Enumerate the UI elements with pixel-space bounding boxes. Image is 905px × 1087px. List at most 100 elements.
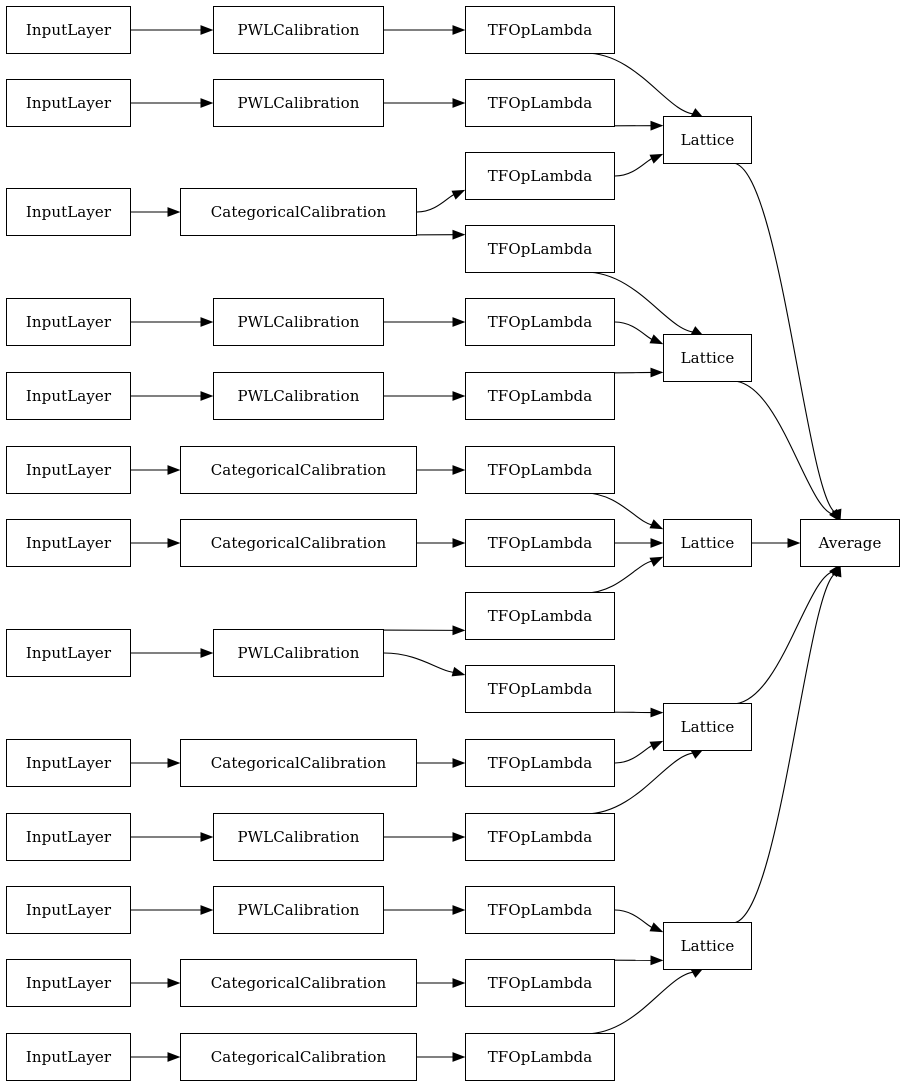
graph-node-label: TFOpLambda — [487, 239, 593, 258]
graph-node-label: CategoricalCalibration — [210, 533, 387, 552]
graph-node-in13[interactable]: InputLayer — [6, 1033, 131, 1081]
arrowhead-in8-to-cal8 — [200, 648, 214, 658]
graph-node-cal1[interactable]: PWLCalibration — [213, 6, 384, 54]
graph-node-cal13[interactable]: CategoricalCalibration — [180, 1033, 417, 1081]
arrowhead-lam2-to-lat1 — [650, 120, 664, 131]
arrowhead-lam5-to-lat2 — [649, 334, 664, 345]
arrowhead-in11-to-cal11 — [200, 905, 214, 915]
graph-node-lam11[interactable]: TFOpLambda — [465, 739, 615, 787]
arrowhead-cal7-to-lam8 — [452, 538, 466, 548]
edge-lat4-to-avg — [732, 570, 836, 705]
graph-node-label: CategoricalCalibration — [210, 1047, 387, 1066]
graph-node-label: TFOpLambda — [487, 753, 593, 772]
graph-node-lat3[interactable]: Lattice — [663, 519, 752, 567]
graph-node-in7[interactable]: InputLayer — [6, 519, 131, 567]
graph-node-label: InputLayer — [25, 973, 112, 992]
graph-node-label: CategoricalCalibration — [210, 753, 387, 772]
graph-node-in6[interactable]: InputLayer — [6, 446, 131, 494]
graph-node-cal9[interactable]: CategoricalCalibration — [180, 739, 417, 787]
graph-node-label: Lattice — [680, 936, 735, 955]
graph-node-in12[interactable]: InputLayer — [6, 959, 131, 1007]
graph-node-lam2[interactable]: TFOpLambda — [465, 79, 615, 127]
edge-lam11-to-lat4 — [614, 744, 655, 764]
graph-node-label: InputLayer — [25, 753, 112, 772]
graph-node-in5[interactable]: InputLayer — [6, 372, 131, 420]
graph-node-label: InputLayer — [25, 386, 112, 405]
arrowhead-cal13-to-lam15 — [452, 1052, 466, 1062]
graph-node-lat4[interactable]: Lattice — [663, 703, 752, 751]
arrowhead-cal2-to-lam2 — [452, 98, 466, 108]
arrowhead-cal11-to-lam13 — [452, 905, 466, 915]
graph-node-lam13[interactable]: TFOpLambda — [465, 886, 615, 934]
graph-node-lam12[interactable]: TFOpLambda — [465, 813, 615, 861]
graph-node-label: TFOpLambda — [487, 460, 593, 479]
arrowhead-in1-to-cal1 — [200, 25, 214, 35]
edge-lam3-to-lat1 — [614, 157, 655, 177]
graph-node-in10[interactable]: InputLayer — [6, 813, 131, 861]
graph-node-label: PWLCalibration — [237, 93, 360, 112]
graph-node-cal7[interactable]: CategoricalCalibration — [180, 519, 417, 567]
arrowhead-in2-to-cal2 — [200, 98, 214, 108]
graph-node-lam5[interactable]: TFOpLambda — [465, 298, 615, 346]
graph-node-cal10[interactable]: PWLCalibration — [213, 813, 384, 861]
graph-node-label: TFOpLambda — [487, 533, 593, 552]
graph-node-lam8[interactable]: TFOpLambda — [465, 519, 615, 567]
arrowhead-lat3-to-avg — [787, 538, 801, 548]
graph-node-in8[interactable]: InputLayer — [6, 629, 131, 677]
graph-node-cal2[interactable]: PWLCalibration — [213, 79, 384, 127]
graph-node-in3[interactable]: InputLayer — [6, 188, 131, 236]
arrowhead-cal3-to-lam4 — [452, 229, 466, 240]
graph-node-lam1[interactable]: TFOpLambda — [465, 6, 615, 54]
graph-node-cal3[interactable]: CategoricalCalibration — [180, 188, 417, 236]
graph-node-label: CategoricalCalibration — [210, 973, 387, 992]
arrowhead-in9-to-cal9 — [167, 758, 181, 768]
graph-node-label: TFOpLambda — [487, 20, 593, 39]
graph-node-in9[interactable]: InputLayer — [6, 739, 131, 787]
graph-node-lam3[interactable]: TFOpLambda — [465, 152, 615, 200]
graph-node-cal11[interactable]: PWLCalibration — [213, 886, 384, 934]
graph-node-avg[interactable]: Average — [800, 519, 900, 567]
graph-node-lam9[interactable]: TFOpLambda — [465, 592, 615, 640]
graph-node-label: TFOpLambda — [487, 679, 593, 698]
edge-lam13-to-lat5 — [614, 909, 655, 929]
graph-node-label: TFOpLambda — [487, 166, 593, 185]
arrowhead-cal9-to-lam11 — [452, 758, 466, 768]
graph-node-label: PWLCalibration — [237, 386, 360, 405]
graph-node-lat2[interactable]: Lattice — [663, 334, 752, 382]
graph-node-label: PWLCalibration — [237, 900, 360, 919]
graph-node-lam6[interactable]: TFOpLambda — [465, 372, 615, 420]
graph-node-label: TFOpLambda — [487, 827, 593, 846]
graph-node-cal8[interactable]: PWLCalibration — [213, 629, 384, 677]
graph-node-in4[interactable]: InputLayer — [6, 298, 131, 346]
graph-node-cal4[interactable]: PWLCalibration — [213, 298, 384, 346]
graph-node-label: Lattice — [680, 717, 735, 736]
graph-node-cal5[interactable]: PWLCalibration — [213, 372, 384, 420]
graph-node-label: InputLayer — [25, 827, 112, 846]
graph-node-lam15[interactable]: TFOpLambda — [465, 1033, 615, 1081]
arrowhead-in7-to-cal7 — [167, 538, 181, 548]
graph-node-in11[interactable]: InputLayer — [6, 886, 131, 934]
graph-node-cal12[interactable]: CategoricalCalibration — [180, 959, 417, 1007]
graph-node-lam4[interactable]: TFOpLambda — [465, 225, 615, 273]
graph-node-cal6[interactable]: CategoricalCalibration — [180, 446, 417, 494]
arrowhead-lam14-to-lat5 — [650, 955, 664, 966]
graph-node-label: PWLCalibration — [237, 827, 360, 846]
arrowhead-lam6-to-lat2 — [650, 367, 664, 378]
graph-node-label: TFOpLambda — [487, 1047, 593, 1066]
arrowhead-in5-to-cal5 — [200, 391, 214, 401]
arrowhead-in6-to-cal6 — [167, 465, 181, 475]
graph-node-lat1[interactable]: Lattice — [663, 116, 752, 164]
graph-node-in1[interactable]: InputLayer — [6, 6, 131, 54]
arrowhead-lam7-to-lat3 — [649, 519, 664, 530]
graph-node-lam14[interactable]: TFOpLambda — [465, 959, 615, 1007]
graph-node-label: CategoricalCalibration — [210, 460, 387, 479]
graph-node-lat5[interactable]: Lattice — [663, 922, 752, 970]
graph-node-lam7[interactable]: TFOpLambda — [465, 446, 615, 494]
graph-node-label: TFOpLambda — [487, 973, 593, 992]
graph-node-label: PWLCalibration — [237, 643, 360, 662]
graph-node-label: InputLayer — [25, 202, 112, 221]
graph-node-lam10[interactable]: TFOpLambda — [465, 665, 615, 713]
graph-node-in2[interactable]: InputLayer — [6, 79, 131, 127]
edge-cal8-to-lam10 — [383, 652, 457, 674]
